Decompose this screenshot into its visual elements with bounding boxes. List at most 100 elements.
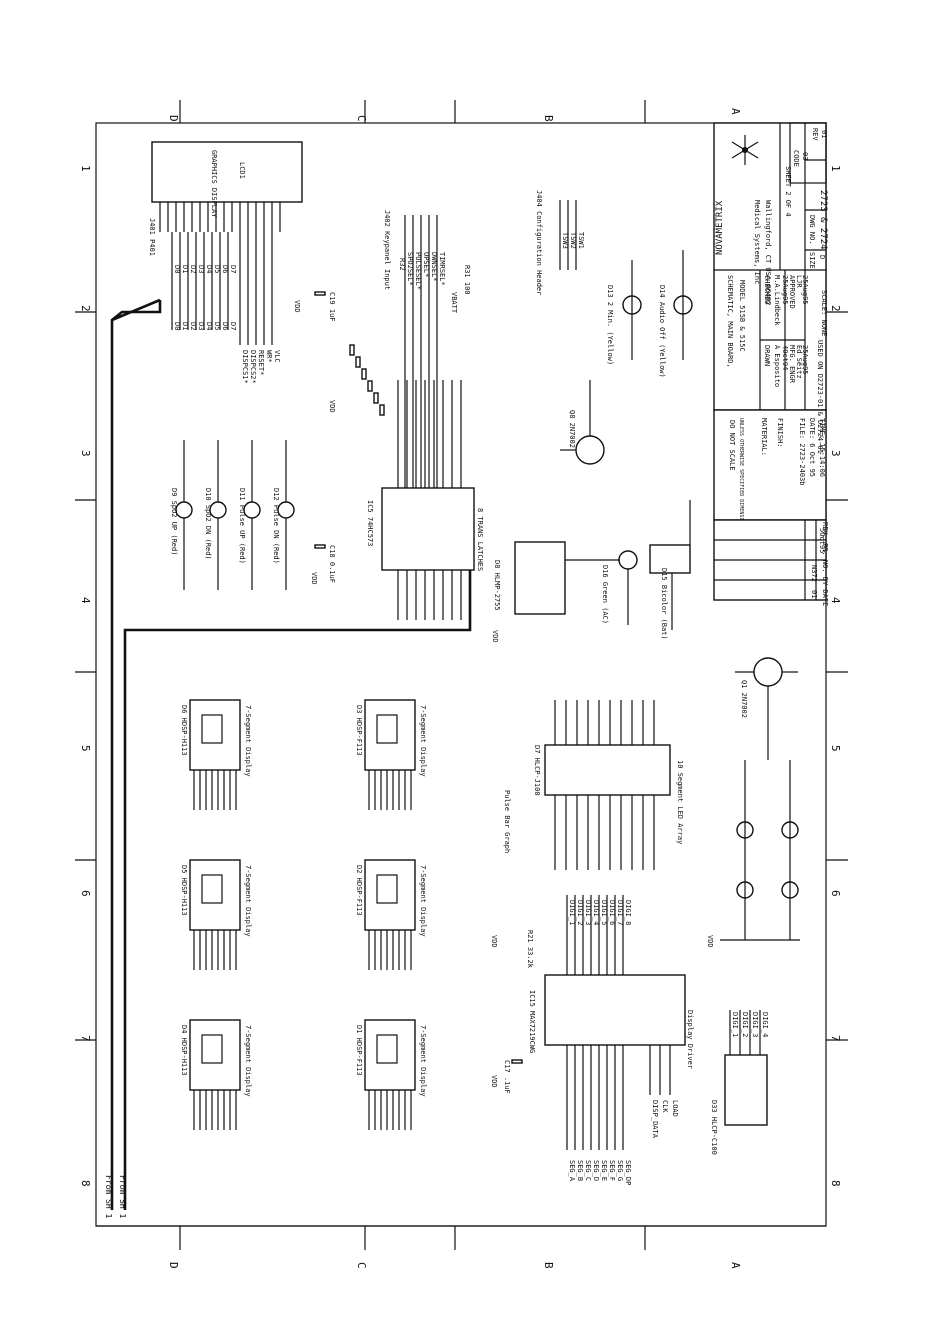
dwg-number: 2723 & 2724 (818, 190, 828, 250)
d13-label: D13 2 Min. (Yellow) (606, 285, 614, 365)
drawn-label: DRAWN (763, 345, 771, 366)
lcd-data-net-bus: D3 (197, 322, 205, 330)
lcd-title: GRAPHICS DISPLAY (210, 150, 218, 218)
signal-leds: D9 SpO2 UP (Red)D10 SpO2 DN (Red)D11 Pul… (170, 440, 295, 590)
seven-seg-label: D4 HDSP-H113 (180, 1025, 188, 1076)
d33-net: DIGI_3 (751, 1012, 759, 1037)
zone-right-7: 7 (829, 1035, 842, 1042)
zone-left-8: 8 (79, 1180, 92, 1187)
mfg-label: MFG. ENGR (788, 345, 796, 384)
latch-pins (397, 380, 462, 620)
q1-transistor: Q1 2N7002 (735, 657, 798, 760)
lcd-data-net: D0 (173, 265, 181, 273)
lcd-data-net: D2 (189, 265, 197, 273)
digi-net: DIGI_1 (568, 900, 576, 925)
zone-top-c: C (355, 115, 368, 122)
lcd-data-net-bus: D2 (189, 322, 197, 330)
title-block (713, 122, 827, 521)
vdd-label-7: VDD (706, 935, 714, 948)
d7-label: D7 HLCP-J100 (533, 745, 541, 796)
rev-table-header: REV. PR. NO. BY DATE (821, 522, 829, 606)
ic15-control-net: CLK (661, 1100, 669, 1113)
seven-seg-digit (189, 699, 241, 771)
seven-seg-label: D6 HDSP-H113 (180, 705, 188, 756)
config-net: TSW2 (569, 232, 577, 249)
mfg-by: Ed Seitz (795, 345, 803, 379)
from-sh1-label-2: From SH 1 (118, 1175, 127, 1219)
lcd-data-net-bus: D4 (205, 322, 213, 330)
seven-seg-digit (189, 1019, 241, 1091)
drawing-border (75, 100, 848, 1250)
seven-seg-sublabel: 7-Segment Display (419, 1025, 427, 1097)
seg-net: SEG_F (608, 1160, 616, 1181)
lcd-ref: LCD1 (238, 162, 246, 179)
switch-net: TIMRSEL* (438, 252, 446, 286)
sheet-number: SHEET 2 OF 4 (784, 166, 792, 217)
file-date: DATE: 6 Oct 95 (808, 418, 816, 477)
bar-graph-pins (554, 700, 655, 870)
pulse-bar-graph: D7 HLCP-J100 10 Segment LED Array Pulse … (503, 744, 684, 853)
seven-seg-glyph (201, 1034, 223, 1064)
seven-seg-sublabel: 7-Segment Display (419, 865, 427, 937)
zone-right-4: 4 (829, 597, 842, 604)
checked-by: M.A.Lindbeck (773, 275, 781, 326)
company-address: Wallingford, CT USA 06492 (764, 200, 772, 305)
code-value: 03 (801, 152, 809, 160)
seg-net: SEG_B (576, 1160, 584, 1181)
lcd-data-net-bus: D6 (221, 322, 229, 330)
seven-seg-glyph (376, 1034, 398, 1064)
pullup-resistor (379, 404, 385, 416)
ic15-control-net: DISP_DATA (651, 1100, 659, 1139)
zone-left-4: 4 (79, 597, 92, 604)
approved-label: APPROVED (788, 275, 796, 309)
digi-net: DIGI_3 (584, 900, 592, 925)
seven-seg-digit (189, 859, 241, 931)
file-name: FILE: 2723-2403b (798, 418, 806, 485)
lcd-control-net: DISPCS1* (241, 350, 249, 384)
c17-label: C17 .1uF (503, 1060, 511, 1094)
lcd-control-net: WR* (265, 350, 273, 363)
ic15-label: IC15 MAX7219CWG (528, 990, 536, 1053)
bottom-leds: D33 HLCP-C100 (710, 760, 800, 1155)
seg-net: SEG_G (616, 1160, 624, 1181)
digi-net: DIGI_4 (592, 900, 600, 925)
pullup-resistor (361, 368, 367, 380)
d16-label: D16 Green (AC) (601, 565, 609, 624)
zone-left-2: 2 (79, 305, 92, 312)
lcd-data-net: D1 (181, 265, 189, 273)
d33-net: DIGI_2 (741, 1012, 749, 1037)
misc-components: C19 1uF C18 0.1uF C17 .1uF R21 33.2k R32… (293, 258, 714, 1094)
d33-net: DIGI_4 (761, 1012, 769, 1037)
scale: SCALE: NONE (820, 290, 828, 336)
dwg-label: DWG NO. (808, 215, 816, 245)
approved-by: LJR (795, 275, 803, 288)
lcd-data-net: D7 (229, 265, 237, 273)
pulse-bar-label: Pulse Bar Graph (503, 790, 511, 853)
rev-row-rev: 01 (810, 590, 818, 598)
lcd-data-net: D4 (205, 265, 213, 273)
company-sub: Medical Systems, Inc (753, 200, 761, 284)
signal-led-label: D11 Pulse UP (Red) (238, 488, 246, 564)
zone-bottom-b: B (542, 1262, 555, 1269)
vdd-label-3: VDD (310, 572, 318, 585)
seg-net: SEG_D (592, 1160, 600, 1181)
code-label: CODE (792, 150, 800, 167)
d33-label: D33 HLCP-C100 (710, 1100, 718, 1155)
vbatt-label: VBATT (450, 292, 458, 314)
c19-label: C19 1uF (328, 292, 336, 322)
revision-table: REV. PR. NO. BY DATE 01 N372 5Oct95 (713, 519, 829, 606)
used-on: USED ON D2723-01 & D2724-01 (816, 340, 824, 454)
from-sh1-label-1: From SH 1 (104, 1175, 113, 1219)
c18-label: C18 0.1uF (328, 545, 336, 583)
seven-seg-glyph (201, 714, 223, 744)
digi-net: DIGI_7 (616, 900, 624, 925)
q1-label: Q1 2N7002 (740, 680, 748, 718)
drawn-by: A Esposito (773, 345, 781, 387)
approved-date: 25Aug95 (801, 275, 809, 305)
seven-seg-label: D1 HDSP-F113 (355, 1025, 363, 1076)
vdd-label-5: VDD (490, 935, 498, 948)
ic15-sublabel: Display Driver (686, 1010, 694, 1069)
